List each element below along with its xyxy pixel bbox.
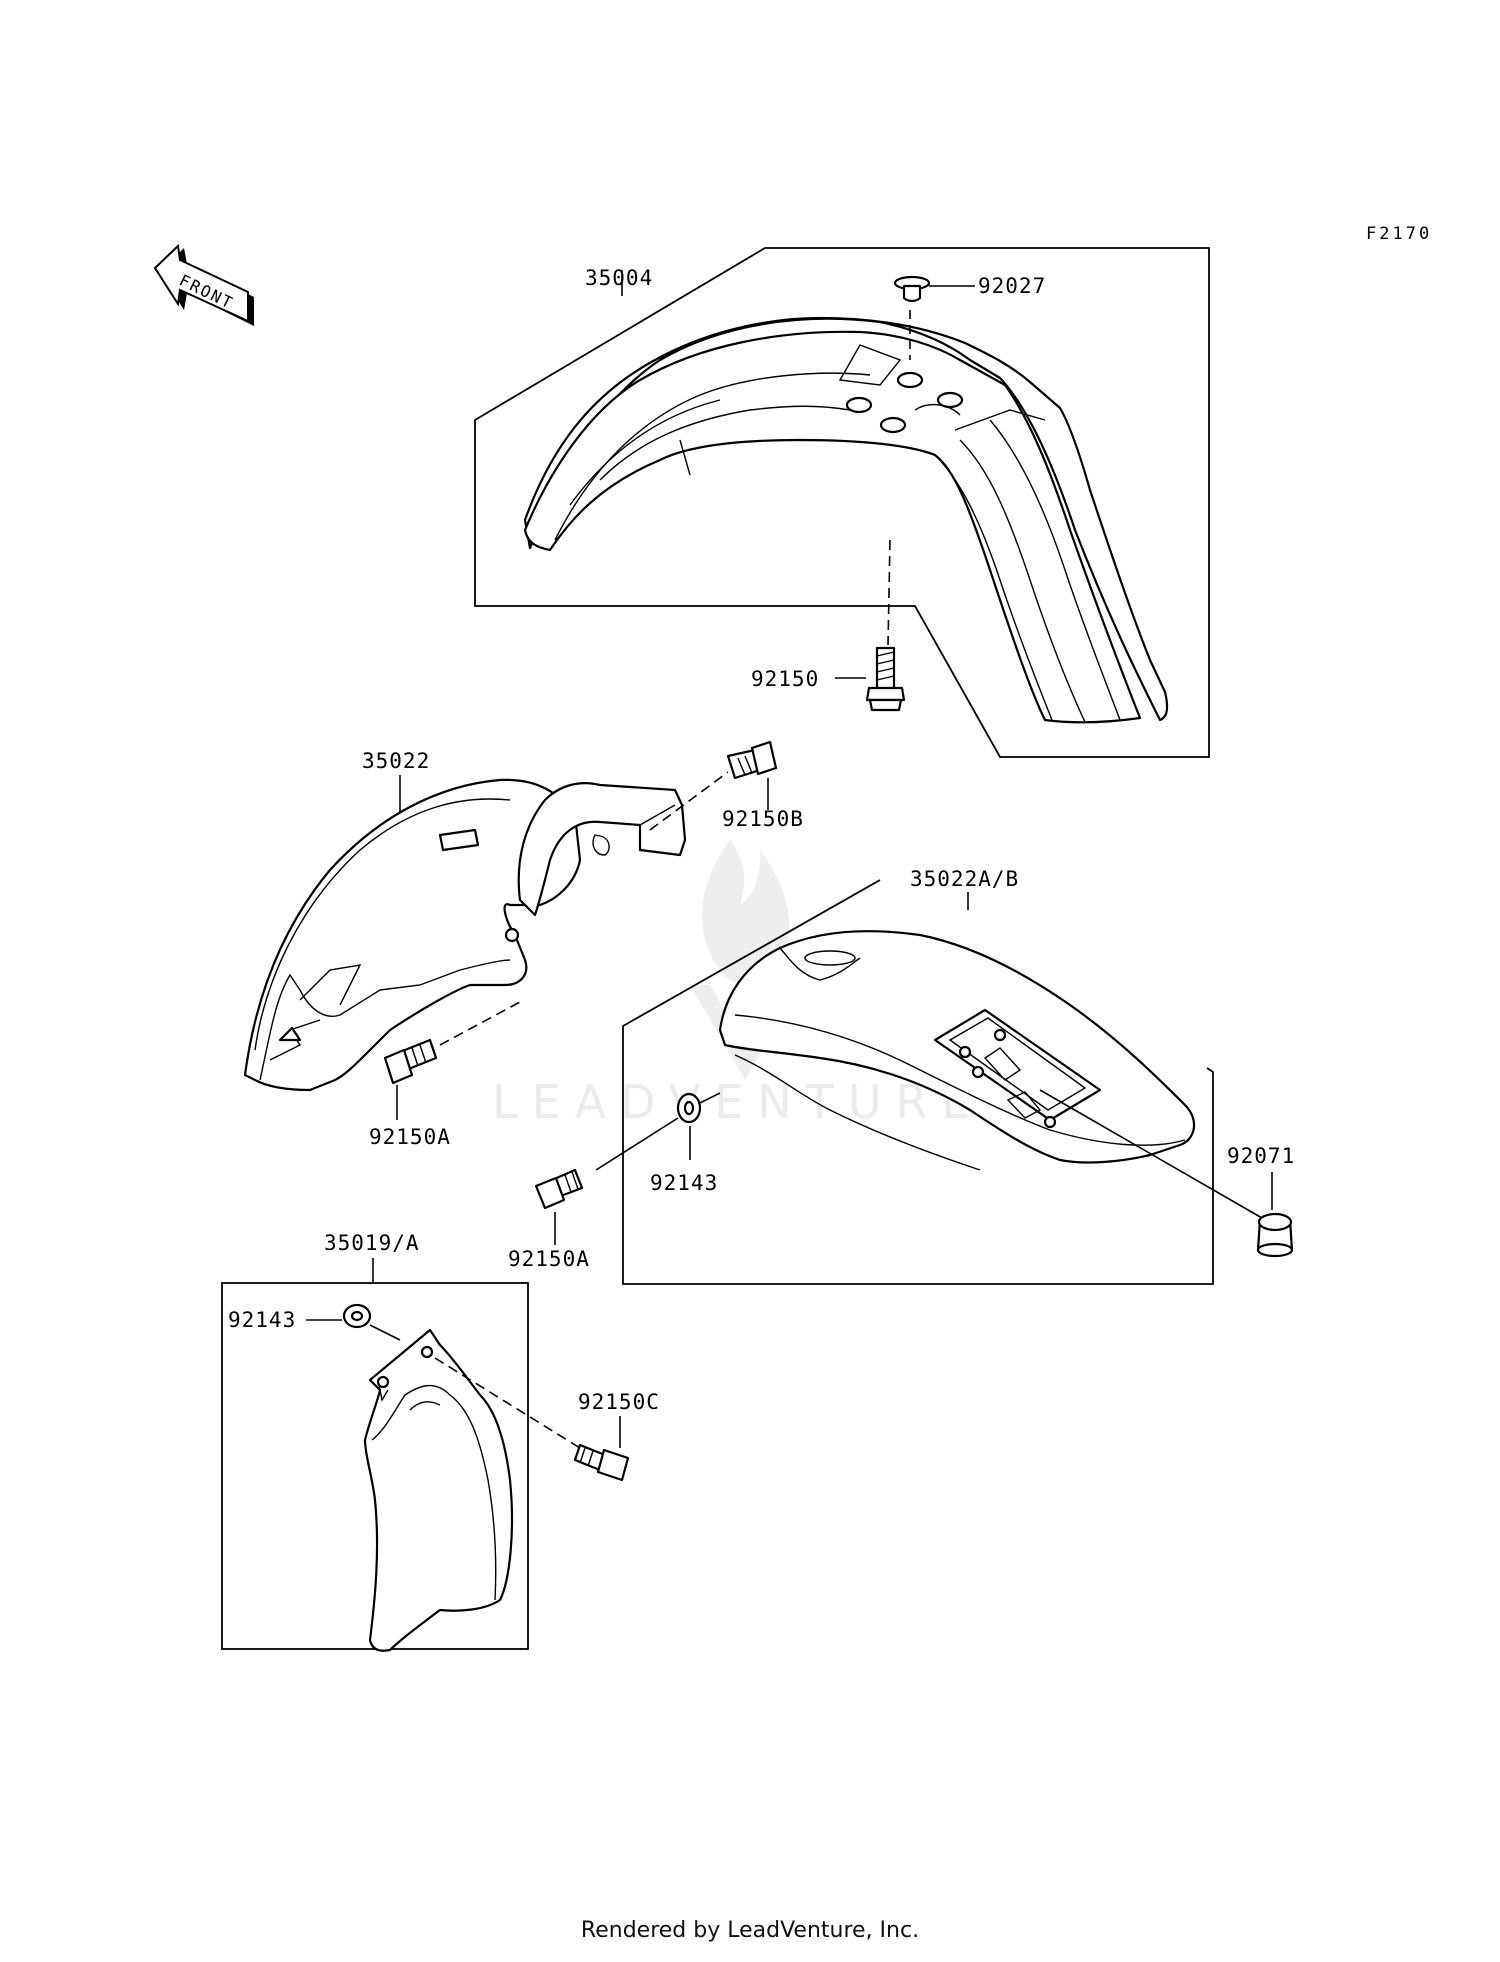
side-cover-bolt-92150A [383,1038,438,1085]
label-35022AB: 35022A/B [910,867,1019,891]
side-cover-group: 35022 92150B 92150A [243,740,804,1149]
label-92150B: 92150B [722,807,804,831]
label-92150A-side: 92150A [369,1125,451,1149]
figure-code: F2170 [1366,224,1432,244]
side-cover-bracket [517,782,687,917]
side-cover-bolt-92150B [726,740,778,780]
rear-grommet-92071 [1256,1212,1294,1258]
label-92143-guard: 92143 [228,1308,296,1332]
label-35022: 35022 [362,749,430,773]
label-92150: 92150 [751,667,819,691]
footer-credit: Rendered by LeadVenture, Inc. [580,1918,920,1943]
fork-guard-group: 35019/A 92143 92150C [221,1231,660,1652]
rear-fender-plate [933,1008,1102,1122]
rear-fender-callout-box [622,879,1214,1285]
label-92150C: 92150C [578,1390,660,1414]
label-35019A: 35019/A [324,1231,420,1255]
front-fender-callout-box [474,247,1210,758]
rear-fender-group: 35022A/B 92071 92143 92150A [508,867,1295,1285]
fender-cap-92027 [893,275,931,303]
label-92150A-rear: 92150A [508,1247,590,1271]
label-92027: 92027 [978,274,1046,298]
side-cover-shape [243,778,582,1092]
watermark-text: LEADVENTURE [492,1075,985,1129]
rear-bolt-92150A [534,1168,584,1210]
label-35004: 35004 [585,266,653,290]
label-92143-rear: 92143 [650,1171,718,1195]
label-92071: 92071 [1227,1144,1295,1168]
front-fender-group: 35004 92027 92150 [474,247,1210,758]
guard-washer-92143 [342,1303,372,1329]
guard-bolt-92150C [573,1443,630,1482]
rear-washer-92143 [676,1092,702,1124]
front-direction-arrow-icon: FRONT [153,243,254,326]
fender-bolt-92150 [865,646,906,712]
front-fender-shape [523,316,1169,722]
fork-guard-shape [363,1328,514,1652]
